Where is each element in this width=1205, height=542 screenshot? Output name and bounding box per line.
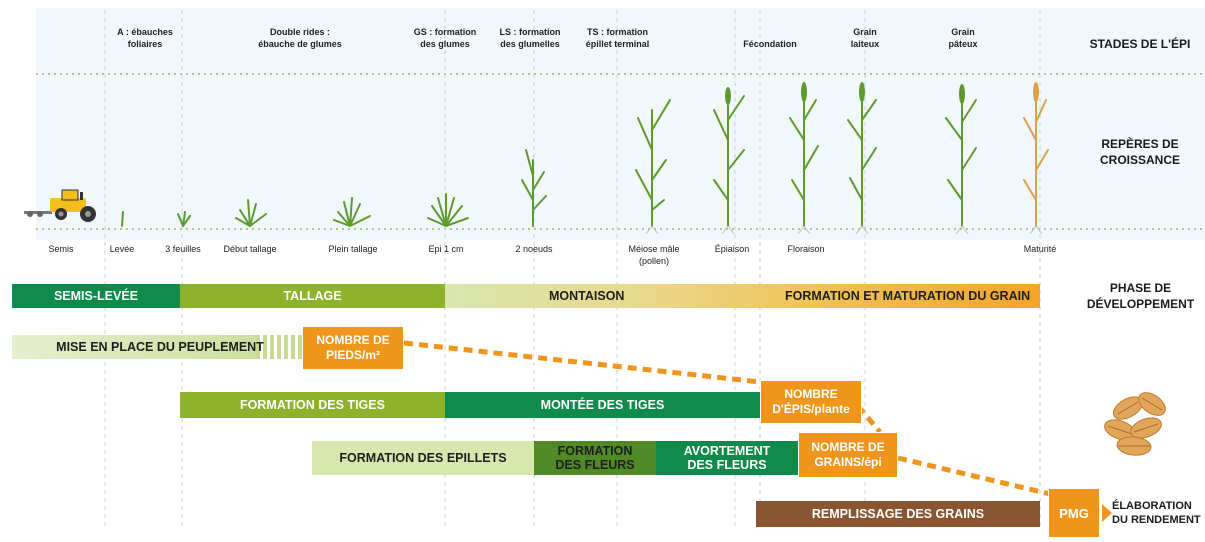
repere-2-noeuds: 2 noeuds xyxy=(515,244,553,254)
phase-formation-maturation-label: FORMATION ET MATURATION DU GRAIN xyxy=(785,289,1031,303)
bar-remplissage-grains: REMPLISSAGE DES GRAINS xyxy=(756,501,1040,527)
bar-avortement-fleurs: AVORTEMENT DES FLEURS xyxy=(656,441,798,475)
box-nombre-grains: NOMBRE DE GRAINS/épi xyxy=(798,432,898,478)
phase-tallage: TALLAGE xyxy=(180,284,445,308)
stade-grain-pateux: Grain pâteux xyxy=(948,27,978,49)
repere-maturite: Maturité xyxy=(1023,244,1057,254)
phase-montaison-label: MONTAISON xyxy=(549,289,625,303)
phase-semis-levee: SEMIS-LEVÉE xyxy=(12,284,180,308)
repere-epi-1cm: Epi 1 cm xyxy=(428,244,464,254)
bar-peuplement-fade xyxy=(256,335,302,359)
stade-gs: GS : formation des glumes xyxy=(413,27,477,49)
box-nombre-epis: NOMBRE D'ÉPIS/plante xyxy=(760,380,862,424)
label-stades-epi: STADES DE L'ÉPI xyxy=(1089,37,1191,51)
bar-montee-tiges: MONTÉE DES TIGES xyxy=(445,392,760,418)
bar-peuplement: MISE EN PLACE DU PEUPLEMENT xyxy=(56,340,264,354)
stade-grain-laiteux: Grain laiteux xyxy=(850,27,880,49)
stade-fecondation: Fécondation xyxy=(743,39,797,49)
label-phase-developpement: PHASE DE DÉVELOPPEMENT xyxy=(1086,281,1195,311)
repere-debut-tallage: Début tallage xyxy=(223,244,277,254)
phase-montaison-formation: MONTAISON FORMATION ET MATURATION DU GRA… xyxy=(445,284,1040,308)
bar-formation-fleurs: FORMATION DES FLEURS xyxy=(534,441,656,475)
repere-plein-tallage: Plein tallage xyxy=(328,244,378,254)
growth-stages-background xyxy=(36,8,1205,240)
label-reperes-croissance: REPÈRES DE CROISSANCE xyxy=(1099,137,1180,167)
stade-ebauches-foliaires: A : ébauches foliaires xyxy=(117,27,173,49)
repere-3-feuilles: 3 feuilles xyxy=(165,244,201,254)
repere-semis: Semis xyxy=(48,244,74,254)
repere-levee: Levée xyxy=(109,244,135,254)
bar-peuplement-bg xyxy=(12,335,304,359)
box-nombre-pieds: NOMBRE DE PIEDS/m² xyxy=(302,326,404,370)
bar-formation-epillets: FORMATION DES EPILLETS xyxy=(312,441,534,475)
box-pmg: PMG xyxy=(1048,488,1100,538)
stade-ts: TS : formation épillet terminal xyxy=(585,27,650,49)
repere-floraison: Floraison xyxy=(787,244,825,254)
stade-ls: LS : formation des glumelles xyxy=(499,27,561,49)
repere-epiaison: Épiaison xyxy=(714,244,750,254)
stade-double-rides: Double rides : ébauche de glumes xyxy=(258,27,342,49)
bar-formation-tiges: FORMATION DES TIGES xyxy=(180,392,445,418)
label-elaboration-rendement: ÉLABORATION DU RENDEMENT xyxy=(1112,500,1201,526)
repere-meiose: Méiose mâle (pollen) xyxy=(628,244,680,266)
